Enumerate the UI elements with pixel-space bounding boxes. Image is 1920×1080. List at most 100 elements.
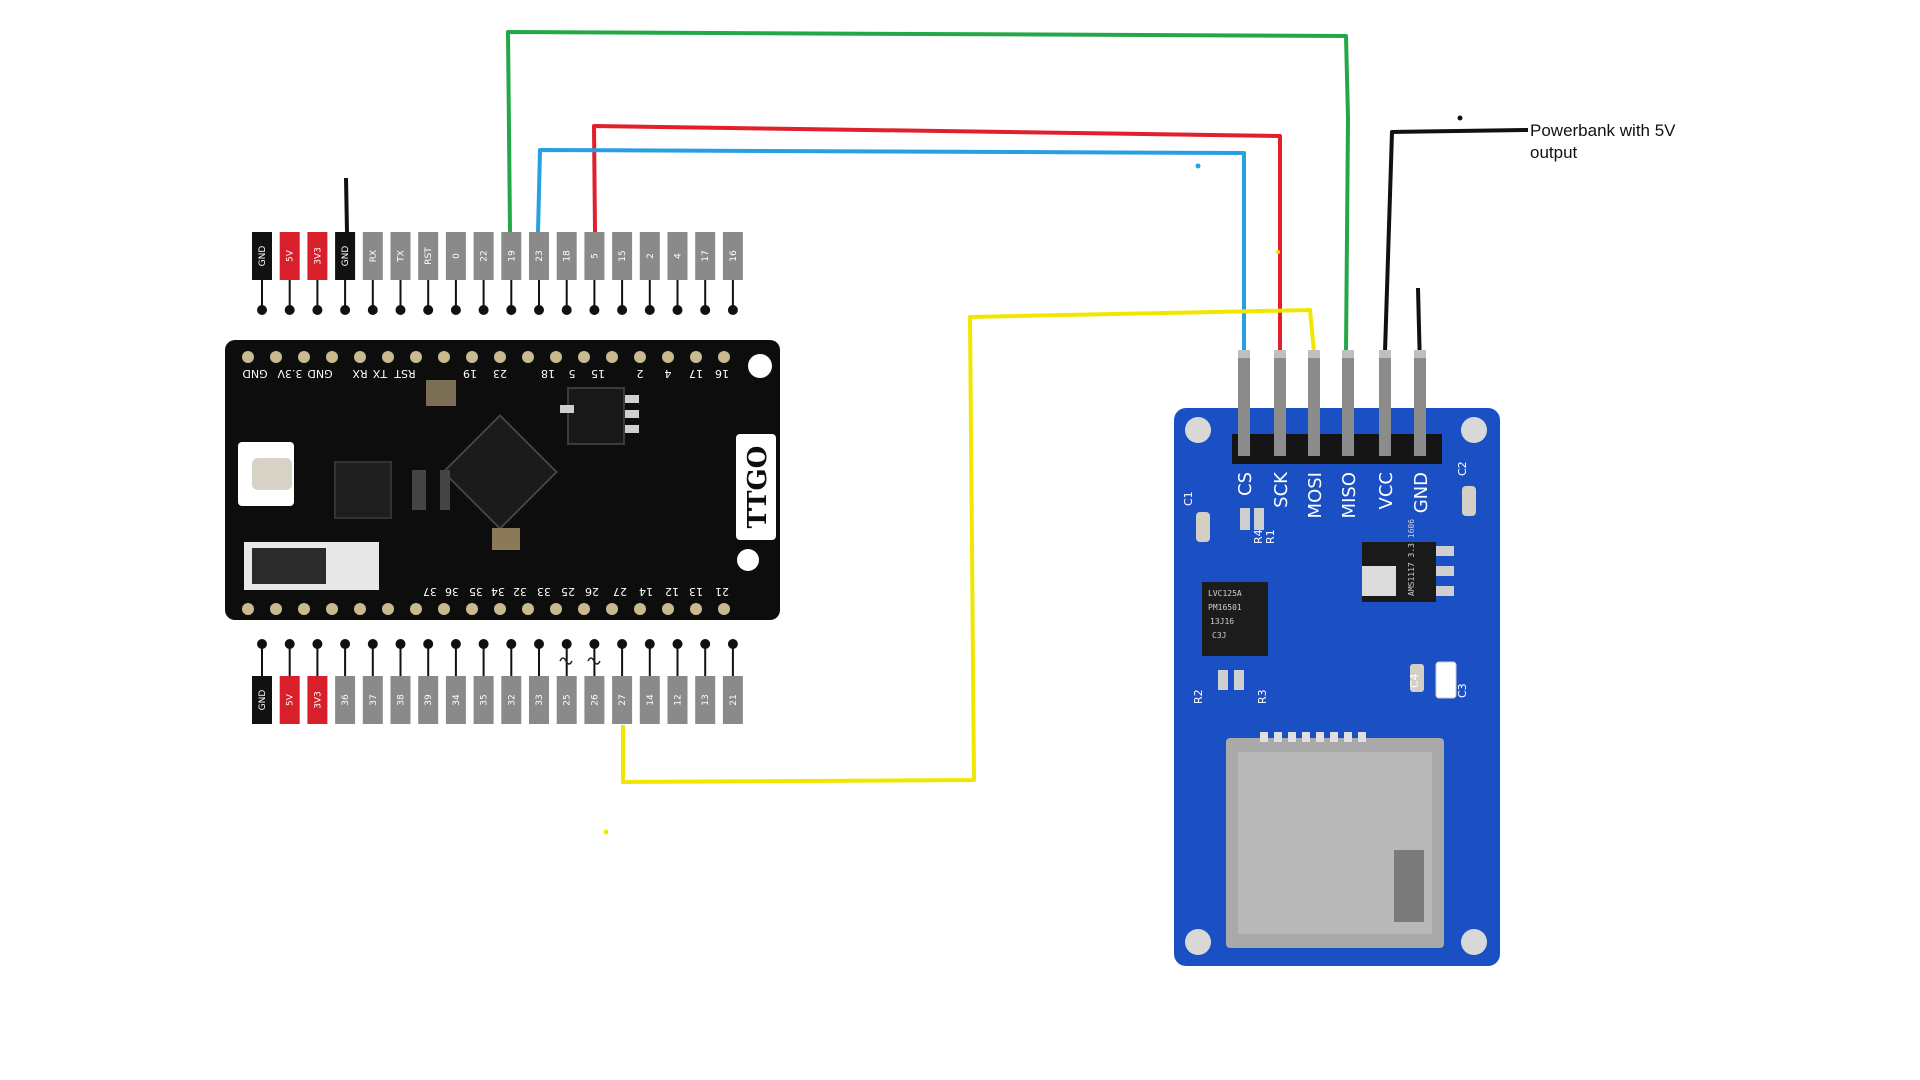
top-header-pin: RX bbox=[362, 232, 383, 315]
sd-pin-label-cs: CS bbox=[1235, 472, 1256, 496]
bottom-header-pin-label: 34 bbox=[452, 694, 462, 706]
board-silk-bottom-label: 25 bbox=[561, 585, 575, 598]
bottom-header-pin-label: 5V bbox=[286, 693, 296, 706]
bottom-header-pin: 35 bbox=[473, 639, 494, 724]
top-header-pin: TX bbox=[390, 232, 411, 315]
top-header-pin: 17 bbox=[695, 232, 716, 315]
bottom-header-pin-label: 21 bbox=[729, 694, 739, 705]
top-header-pin-label: 3V3 bbox=[313, 247, 323, 265]
bottom-header-pin: 3V3 bbox=[307, 639, 328, 724]
wires bbox=[344, 30, 1529, 835]
top-header-pin: 5 bbox=[584, 232, 605, 315]
top-header-pin: 0 bbox=[445, 232, 466, 315]
bottom-header-pin: 27 bbox=[612, 639, 633, 724]
board-silk-bottom-label: 14 bbox=[639, 585, 653, 598]
bottom-header-pin: 38 bbox=[390, 639, 411, 724]
wire-red-5-to-sck bbox=[592, 124, 1282, 352]
bottom-header-pin-label: 14 bbox=[646, 694, 656, 706]
sd-pin-label-vcc: VCC bbox=[1376, 472, 1397, 509]
svg-text:LVC125A: LVC125A bbox=[1208, 589, 1242, 598]
board-silk-bottom-label: 37 bbox=[423, 585, 437, 598]
bottom-header-pin-label: GND bbox=[258, 690, 268, 711]
sd-header-pin bbox=[1238, 350, 1250, 456]
board-silk-top-label: 23 bbox=[493, 367, 507, 380]
top-header-pin: 19 bbox=[501, 232, 522, 315]
sd-header-pin bbox=[1342, 350, 1354, 456]
bottom-header-pin-label: 12 bbox=[674, 694, 684, 705]
svg-text:C3J: C3J bbox=[1212, 631, 1226, 640]
bottom-header-pin: GND bbox=[252, 639, 272, 724]
top-header-pin: GND bbox=[335, 232, 356, 315]
top-header-pin-label: 4 bbox=[674, 253, 684, 259]
sd-pin-label-miso: MISO bbox=[1339, 472, 1360, 518]
bottom-header-pin: 21 bbox=[722, 639, 743, 724]
sd-pin-label-gnd: GND bbox=[1411, 472, 1432, 513]
svg-text:PM16501: PM16501 bbox=[1208, 603, 1242, 612]
bottom-header-pin-label: 13 bbox=[701, 694, 711, 705]
top-header-pin-label: 19 bbox=[507, 250, 517, 262]
sd-component-label: R2 bbox=[1192, 689, 1205, 704]
board-brand: TTGO bbox=[743, 446, 773, 529]
bottom-header-pin-label: 39 bbox=[424, 694, 434, 706]
top-header-pin-label: 17 bbox=[701, 250, 711, 261]
bottom-header-pin-label: 36 bbox=[341, 694, 351, 706]
bottom-header-pin-label: 25 bbox=[563, 694, 573, 705]
top-header-pin-label: 0 bbox=[452, 253, 462, 259]
bottom-header-pin: 37 bbox=[362, 639, 383, 724]
board-silk-bottom-label: 33 bbox=[537, 585, 551, 598]
top-header-pin: 16 bbox=[722, 232, 743, 315]
sd-component-label: C2 bbox=[1456, 461, 1469, 476]
board-silk-bottom-label: 27 bbox=[613, 585, 627, 598]
stray-dot bbox=[1276, 250, 1280, 254]
bottom-header-pin-label: 32 bbox=[507, 694, 517, 705]
sd-component-label: C1 bbox=[1182, 491, 1195, 506]
top-header-pin-label: RST bbox=[424, 247, 434, 265]
top-header-pin-label: 5 bbox=[590, 253, 600, 259]
board-silk-top-label: GND bbox=[242, 367, 267, 380]
bottom-header-pin: 36 bbox=[335, 639, 356, 724]
power-note-line2: output bbox=[1530, 143, 1578, 162]
board-silk-bottom-label: 21 bbox=[715, 585, 729, 598]
bottom-header-pin-label: 3V3 bbox=[313, 691, 323, 709]
sd-header-pin bbox=[1379, 350, 1391, 456]
top-header-pin: 22 bbox=[473, 232, 494, 315]
top-header-pin: 3V3 bbox=[307, 232, 328, 315]
board-silk-top-label: 19 bbox=[463, 367, 477, 380]
top-header-pin-label: 23 bbox=[535, 250, 545, 261]
svg-text:13J16: 13J16 bbox=[1210, 617, 1234, 626]
board-silk-bottom-label: 26 bbox=[585, 585, 599, 598]
top-header-pin-label: 15 bbox=[618, 250, 628, 261]
ttgo-logo: TTGO bbox=[736, 434, 776, 540]
top-header-pin: 15 bbox=[612, 232, 633, 315]
top-header-pin: 2 bbox=[639, 232, 660, 315]
sd-header-pin bbox=[1414, 350, 1426, 456]
board-silk-bottom-label: 36 bbox=[445, 585, 459, 598]
bottom-header-pin: 34 bbox=[445, 639, 466, 724]
bottom-header-pin: 5V bbox=[279, 639, 300, 724]
board-silk-bottom-label: 12 bbox=[665, 585, 679, 598]
bottom-header-pin: 33 bbox=[529, 639, 549, 724]
pin-25-marker bbox=[559, 657, 573, 665]
board-silk-bottom-label: 34 bbox=[491, 585, 505, 598]
board-silk-top-label: RST bbox=[394, 367, 416, 380]
pin-26-marker bbox=[587, 657, 601, 665]
top-header-pin-label: RX bbox=[369, 250, 379, 262]
top-header-pin: RST bbox=[418, 232, 439, 315]
wire-green-19-to-miso bbox=[506, 30, 1350, 353]
board-silk-top-label: 2 bbox=[637, 367, 644, 380]
top-header-pin-label: 18 bbox=[563, 250, 573, 262]
bottom-header-pin-label: 33 bbox=[535, 694, 545, 705]
board-silk-bottom-label: 13 bbox=[689, 585, 703, 598]
sd-component-label: R4 bbox=[1252, 529, 1265, 544]
top-header-pin: 18 bbox=[556, 232, 577, 315]
bottom-header-pin-label: 37 bbox=[369, 694, 379, 705]
board-silk-bottom-label: 32 bbox=[513, 585, 527, 598]
top-header-pin: 4 bbox=[667, 232, 688, 315]
